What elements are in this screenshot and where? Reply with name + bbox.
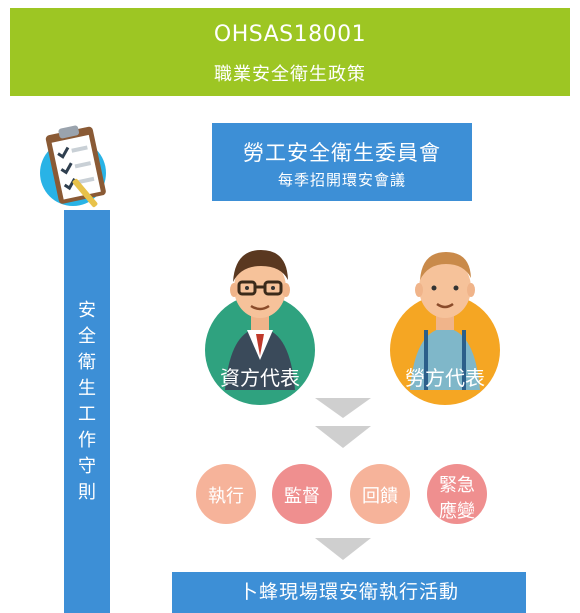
management-label: 資方代表 <box>220 366 300 390</box>
action-emergency-response: 緊急 應變 <box>427 464 487 524</box>
clipboard-icon <box>45 125 106 208</box>
side-char: 則 <box>78 482 96 503</box>
action-label: 回饋 <box>362 486 398 507</box>
committee-subtitle: 每季招開環安會議 <box>277 171 406 189</box>
labor-label: 勞方代表 <box>405 366 485 390</box>
side-char: 工 <box>78 404 96 425</box>
policy-banner: OHSAS18001 職業安全衛生政策 <box>10 8 570 96</box>
labor-representative-figure <box>390 252 500 405</box>
side-char: 安 <box>78 300 96 321</box>
management-representative-figure <box>205 250 315 405</box>
side-char: 生 <box>78 378 96 399</box>
action-label: 應變 <box>439 501 475 522</box>
safety-rules-label: 安 全 衛 生 工 作 守 則 <box>64 298 110 506</box>
action-supervise: 監督 <box>272 464 332 524</box>
banner-title: OHSAS18001 <box>213 22 367 47</box>
safety-committee-box: 勞工安全衛生委員會 每季招開環安會議 <box>212 123 472 201</box>
down-arrow-icon <box>315 398 371 448</box>
down-arrow-icon <box>315 538 371 560</box>
safety-rules-bar <box>64 210 110 613</box>
side-char: 作 <box>78 430 96 451</box>
action-execute: 執行 <box>196 464 256 524</box>
action-label: 緊急 <box>439 475 475 496</box>
action-label: 監督 <box>284 486 320 507</box>
committee-title: 勞工安全衛生委員會 <box>243 141 441 165</box>
side-char: 全 <box>78 326 96 347</box>
side-char: 衛 <box>78 352 96 373</box>
banner-subtitle: 職業安全衛生政策 <box>214 64 366 85</box>
action-feedback: 回饋 <box>350 464 410 524</box>
onsite-activities-box: 卜蜂現場環安衛執行活動 <box>172 572 526 613</box>
action-label: 執行 <box>208 486 244 507</box>
side-char: 守 <box>78 456 96 477</box>
